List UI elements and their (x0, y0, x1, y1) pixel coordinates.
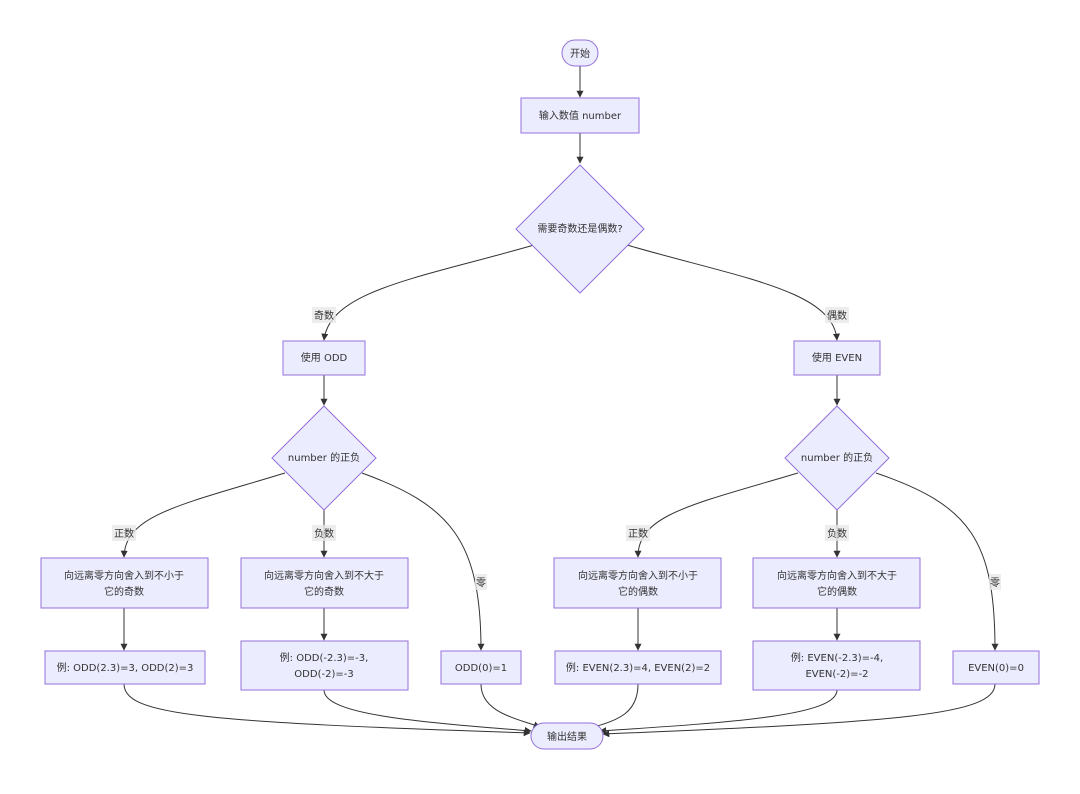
edge-to-output-5 (599, 689, 838, 735)
odd-neg-example-node: 例: ODD(-2.3)=-3, ODD(-2)=-3 (240, 640, 409, 691)
even-neg-example-node: 例: EVEN(-2.3)=-4, EVEN(-2)=-2 (752, 640, 921, 691)
nodes: 开始 输入数值 number 需要奇数还是偶数? 使用 ODD 使用 EVEN … (40, 39, 1040, 750)
even-neg-example-line1: 例: EVEN(-2.3)=-4, (791, 651, 883, 664)
use-odd-node: 使用 ODD (282, 340, 366, 376)
odd-neg-rule-line1: 向远离零方向舍入到不大于 (264, 569, 384, 582)
decision-node: 需要奇数还是偶数? (515, 164, 645, 294)
edge-to-output-1 (123, 683, 531, 737)
odd-zero-node: ODD(0)=1 (440, 650, 522, 685)
odd-pos-rule-line1: 向远离零方向舍入到不小于 (64, 569, 184, 582)
odd-pos-rule-node: 向远离零方向舍入到不小于 它的奇数 (40, 557, 209, 609)
odd-neg-example-line1: 例: ODD(-2.3)=-3, (280, 651, 369, 664)
odd-pos-example-label: 例: ODD(2.3)=3, ODD(2)=3 (57, 661, 194, 674)
odd-zero-label: ODD(0)=1 (455, 663, 507, 674)
odd-sign-label: number 的正负 (288, 451, 360, 464)
start-label: 开始 (570, 47, 590, 60)
edge-evensign-pos (634, 472, 799, 558)
even-neg-rule-node: 向远离零方向舍入到不大于 它的偶数 (752, 557, 921, 609)
even-pos-example-label: 例: EVEN(2.3)=4, EVEN(2)=2 (566, 661, 710, 674)
edge-label-odd-pos: 正数 (114, 527, 134, 540)
input-label: 输入数值 number (539, 109, 622, 122)
odd-pos-rule-line2: 它的奇数 (104, 585, 144, 598)
even-neg-rule-line1: 向远离零方向舍入到不大于 (777, 569, 897, 582)
odd-neg-rule-line2: 它的奇数 (304, 585, 344, 598)
odd-sign-decision: number 的正负 (271, 405, 377, 511)
edge-label-even: 偶数 (827, 309, 847, 322)
start-node: 开始 (561, 39, 599, 67)
output-label: 输出结果 (547, 730, 587, 743)
even-neg-example-line2: EVEN(-2)=-2 (805, 669, 868, 680)
input-node: 输入数值 number (520, 97, 640, 134)
even-pos-rule-line2: 它的偶数 (618, 585, 658, 598)
even-sign-label: number 的正负 (801, 451, 873, 464)
odd-neg-example-line2: ODD(-2)=-3 (294, 669, 353, 680)
edge-label-even-pos: 正数 (628, 527, 648, 540)
even-zero-label: EVEN(0)=0 (968, 663, 1024, 674)
even-pos-rule-node: 向远离零方向舍入到不小于 它的偶数 (553, 557, 722, 609)
edge-evensign-zero (875, 472, 999, 651)
edge-label-odd-neg: 负数 (314, 527, 334, 540)
edge-to-output-2 (323, 689, 532, 734)
edge-to-output-6 (602, 683, 996, 738)
odd-neg-rule-node: 向远离零方向舍入到不大于 它的奇数 (240, 557, 409, 609)
edge-oddsign-zero (361, 472, 485, 651)
output-node: 输出结果 (530, 722, 604, 750)
use-even-node: 使用 EVEN (793, 340, 881, 376)
edge-label-odd: 奇数 (314, 309, 334, 322)
edge-decision-even (626, 244, 840, 341)
edge-label-even-neg: 负数 (827, 527, 847, 540)
odd-pos-example-node: 例: ODD(2.3)=3, ODD(2)=3 (44, 650, 206, 685)
edge-labels: 奇数 偶数 正数 负数 零 正数 负数 零 (112, 307, 1001, 590)
edge-oddsign-pos (120, 472, 286, 558)
even-pos-example-node: 例: EVEN(2.3)=4, EVEN(2)=2 (554, 650, 722, 685)
edge-label-even-zero: 零 (990, 577, 1000, 589)
use-odd-label: 使用 ODD (301, 351, 348, 364)
edge-label-odd-zero: 零 (476, 577, 486, 589)
decision-label: 需要奇数还是偶数? (537, 222, 622, 235)
edge-decision-odd (321, 244, 535, 341)
edges (120, 66, 999, 738)
edge-to-output-4 (589, 683, 639, 730)
even-sign-decision: number 的正负 (784, 405, 890, 511)
edge-to-output-3 (480, 683, 541, 729)
even-pos-rule-line1: 向远离零方向舍入到不小于 (578, 569, 698, 582)
even-zero-node: EVEN(0)=0 (952, 650, 1040, 685)
use-even-label: 使用 EVEN (812, 351, 862, 364)
even-neg-rule-line2: 它的偶数 (817, 585, 857, 598)
